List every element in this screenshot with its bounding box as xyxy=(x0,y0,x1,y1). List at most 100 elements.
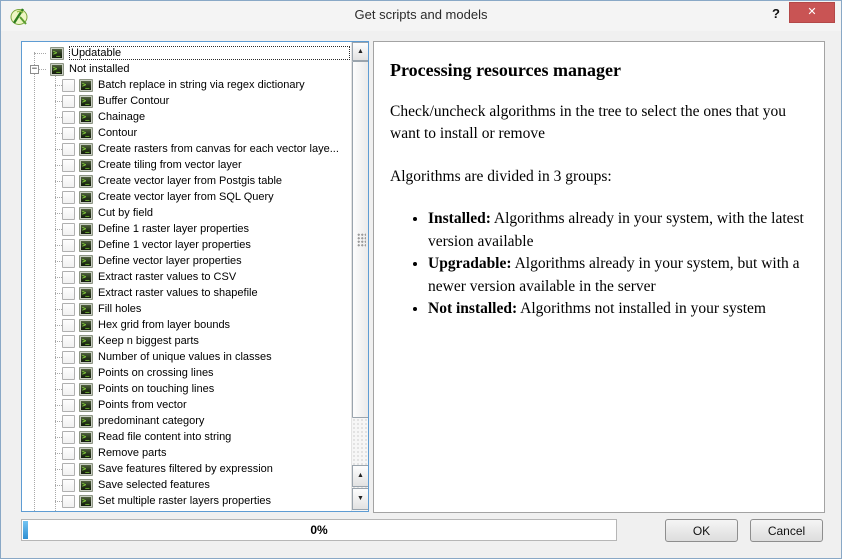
tree-item-label[interactable]: Buffer Contour xyxy=(98,95,170,107)
tree-item-row[interactable]: >_Create vector layer from Postgis table xyxy=(22,173,351,189)
tree-guide-stub xyxy=(55,212,62,214)
item-checkbox[interactable] xyxy=(62,478,75,492)
indent-spacer xyxy=(22,149,55,150)
tree-item-row[interactable]: >_Define 1 raster layer properties xyxy=(22,221,351,237)
tree-item-row[interactable]: >_Chainage xyxy=(22,109,351,125)
tree-item-row[interactable]: >_Extract raster values to CSV xyxy=(22,269,351,285)
item-checkbox[interactable] xyxy=(62,302,75,316)
tree-item-row[interactable]: >_Points on crossing lines xyxy=(22,365,351,381)
tree-item-label[interactable]: Remove parts xyxy=(98,447,167,459)
tree-item-row[interactable]: >_Create tiling from vector layer xyxy=(22,157,351,173)
item-checkbox[interactable] xyxy=(62,94,75,108)
scroll-up-icon[interactable]: ▲ xyxy=(352,465,368,487)
tree-item-row[interactable]: >_Points from vector xyxy=(22,397,351,413)
indent-spacer xyxy=(22,245,55,246)
tree-group-row[interactable]: >_Updatable xyxy=(22,45,351,61)
tree-item-label[interactable]: Save selected features xyxy=(98,479,210,491)
item-checkbox[interactable] xyxy=(62,446,75,460)
tree-item-label[interactable]: Define vector layer properties xyxy=(98,255,242,267)
tree-item-label[interactable]: Create vector layer from SQL Query xyxy=(98,191,274,203)
tree-item-label[interactable]: Save features filtered by expression xyxy=(98,463,273,475)
tree-item-label[interactable]: Keep n biggest parts xyxy=(98,335,199,347)
tree-item-label[interactable]: Extract raster values to CSV xyxy=(98,271,237,283)
scrollbar-thumb[interactable] xyxy=(352,61,368,418)
tree-item-row[interactable]: >_Keep n biggest parts xyxy=(22,333,351,349)
item-checkbox[interactable] xyxy=(62,238,75,252)
tree-item-row[interactable]: >_predominant category xyxy=(22,413,351,429)
item-checkbox[interactable] xyxy=(62,126,75,140)
tree-item-row[interactable]: >_Define vector layer properties xyxy=(22,253,351,269)
tree-item-label[interactable]: Extract raster values to shapefile xyxy=(98,287,258,299)
item-checkbox[interactable] xyxy=(62,350,75,364)
item-checkbox[interactable] xyxy=(62,270,75,284)
item-checkbox[interactable] xyxy=(62,286,75,300)
tree-item-row[interactable]: >_Create vector layer from SQL Query xyxy=(22,189,351,205)
tree-item-row[interactable]: >_Remove parts xyxy=(22,445,351,461)
tree-item-row[interactable]: >_Buffer Contour xyxy=(22,93,351,109)
tree-group-label[interactable]: Not installed xyxy=(69,63,130,75)
item-checkbox[interactable] xyxy=(62,414,75,428)
tree-item-label[interactable]: Create tiling from vector layer xyxy=(98,159,242,171)
tree-item-row[interactable]: >_Create rasters from canvas for each ve… xyxy=(22,141,351,157)
tree-item-label[interactable]: Create vector layer from Postgis table xyxy=(98,175,283,187)
indent-spacer xyxy=(22,53,34,54)
item-checkbox[interactable] xyxy=(62,142,75,156)
tree-item-label[interactable]: predominant category xyxy=(98,415,205,427)
tree-item-row[interactable]: >_Save selected features xyxy=(22,477,351,493)
item-checkbox[interactable] xyxy=(62,318,75,332)
tree-scrollbar[interactable]: ▲ ▲ ▼ xyxy=(351,42,368,511)
ok-button[interactable]: OK xyxy=(665,519,738,542)
item-checkbox[interactable] xyxy=(62,462,75,476)
tree-item-label[interactable]: Contour xyxy=(98,127,138,139)
item-checkbox[interactable] xyxy=(62,366,75,380)
scroll-up-icon[interactable]: ▲ xyxy=(352,42,368,61)
tree-item-row[interactable]: >_Read file content into string xyxy=(22,429,351,445)
tree-item-label[interactable]: Read file content into string xyxy=(98,431,232,443)
tree-item-label[interactable]: Points on touching lines xyxy=(98,383,215,395)
tree-item-row[interactable]: >_Hex grid from layer bounds xyxy=(22,317,351,333)
item-checkbox[interactable] xyxy=(62,158,75,172)
item-checkbox[interactable] xyxy=(62,430,75,444)
item-checkbox[interactable] xyxy=(62,174,75,188)
tree-item-row[interactable]: >_Contour xyxy=(22,125,351,141)
tree-item-label[interactable]: Fill holes xyxy=(98,303,142,315)
tree-guide-stub xyxy=(55,164,62,166)
tree-item-row[interactable]: >_Define 1 vector layer properties xyxy=(22,237,351,253)
scroll-down-icon[interactable]: ▼ xyxy=(352,488,368,510)
tree-item-label[interactable]: Number of unique values in classes xyxy=(98,351,272,363)
item-checkbox[interactable] xyxy=(62,494,75,508)
help-button[interactable]: ? xyxy=(767,5,785,23)
tree-item-row[interactable]: >_Extract raster values to shapefile xyxy=(22,285,351,301)
item-checkbox[interactable] xyxy=(62,398,75,412)
item-checkbox[interactable] xyxy=(62,190,75,204)
tree-item-label[interactable]: Set multiple raster layers properties xyxy=(98,495,272,507)
tree-item-label[interactable]: Cut by field xyxy=(98,207,154,219)
cancel-button[interactable]: Cancel xyxy=(750,519,823,542)
item-checkbox[interactable] xyxy=(62,206,75,220)
tree-item-row[interactable]: >_Set multiple raster layers properties xyxy=(22,493,351,509)
tree-item-row[interactable]: >_Batch replace in string via regex dict… xyxy=(22,77,351,93)
tree-item-row[interactable]: >_Cut by field xyxy=(22,205,351,221)
item-checkbox[interactable] xyxy=(62,222,75,236)
tree-item-label[interactable]: Points from vector xyxy=(98,399,187,411)
tree-group-row[interactable]: −>_Not installed xyxy=(22,61,351,77)
tree-item-row[interactable]: >_Save features filtered by expression xyxy=(22,461,351,477)
tree-item-label[interactable]: Chainage xyxy=(98,111,146,123)
item-checkbox[interactable] xyxy=(62,110,75,124)
close-button[interactable]: ✕ xyxy=(789,2,835,23)
tree-item-label[interactable]: Hex grid from layer bounds xyxy=(98,319,231,331)
collapse-icon[interactable]: − xyxy=(30,63,39,74)
tree-group-label[interactable]: Updatable xyxy=(69,46,350,60)
tree-item-label[interactable]: Define 1 raster layer properties xyxy=(98,223,250,235)
item-checkbox[interactable] xyxy=(62,334,75,348)
tree-item-row[interactable]: >_Fill holes xyxy=(22,301,351,317)
tree-item-row[interactable]: >_Number of unique values in classes xyxy=(22,349,351,365)
tree-item-label[interactable]: Points on crossing lines xyxy=(98,367,214,379)
tree-item-label[interactable]: Define 1 vector layer properties xyxy=(98,239,251,251)
item-checkbox[interactable] xyxy=(62,254,75,268)
tree-item-label[interactable]: Batch replace in string via regex dictio… xyxy=(98,79,305,91)
tree-item-row[interactable]: >_Points on touching lines xyxy=(22,381,351,397)
tree-item-label[interactable]: Create rasters from canvas for each vect… xyxy=(98,143,339,155)
item-checkbox[interactable] xyxy=(62,78,75,92)
item-checkbox[interactable] xyxy=(62,382,75,396)
